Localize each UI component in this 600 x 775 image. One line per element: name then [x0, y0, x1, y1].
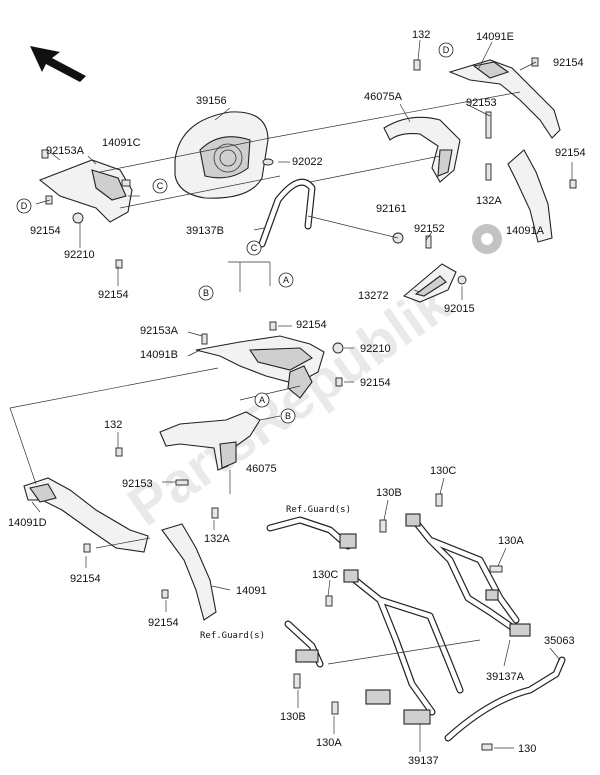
cover-14091E: [448, 59, 561, 139]
tube-35063: [444, 656, 566, 742]
callout-B-top: B: [203, 288, 209, 298]
label-39137A: 39137A: [486, 671, 525, 683]
label-130B-top: 130B: [376, 487, 402, 499]
callout-D-top: D: [443, 45, 450, 55]
callout-C-left: C: [157, 181, 164, 191]
bracket-46075A: [383, 116, 461, 183]
leader-lines-lower: [297, 477, 561, 752]
direction-arrow-icon: [30, 46, 86, 82]
label-92154-bl2: 92154: [148, 617, 179, 629]
label-130-bottom: 130: [518, 743, 536, 755]
bolts-middle: [83, 321, 344, 599]
label-130A-low: 130A: [316, 737, 342, 749]
cover-14091C: [38, 159, 133, 223]
cover-14091D: [23, 477, 149, 553]
label-14091E: 14091E: [476, 31, 514, 43]
callout-B-mid: B: [285, 411, 291, 421]
label-130A-right: 130A: [498, 535, 524, 547]
label-14091: 14091: [236, 585, 267, 597]
label-92153-top: 92153: [466, 97, 497, 109]
label-13272: 13272: [358, 290, 389, 302]
callout-D-left: D: [21, 201, 28, 211]
bracket-46075: [159, 365, 313, 471]
label-92015: 92015: [444, 303, 475, 315]
plate-13272: [402, 263, 457, 303]
label-130C-top: 130C: [430, 465, 456, 477]
backrest-pad-39156: [174, 111, 269, 199]
bolts-lower: [293, 493, 503, 751]
label-46075: 46075: [246, 463, 277, 475]
label-14091A: 14091A: [506, 225, 545, 237]
leader-lines-middle: [9, 325, 354, 612]
frame-39137B: [258, 178, 316, 248]
label-92154-r2: 92154: [555, 147, 586, 159]
label-39137: 39137: [408, 755, 439, 767]
cover-14091A: [507, 149, 553, 243]
label-92022: 92022: [292, 156, 323, 168]
label-39137B: 39137B: [186, 225, 224, 237]
gear-icon: [472, 224, 502, 254]
label-92210-top: 92210: [64, 249, 95, 261]
label-132A-mid: 132A: [204, 533, 230, 545]
label-132A-top: 132A: [476, 195, 502, 207]
label-92154-mid2: 92154: [360, 377, 391, 389]
leader-lines-upper: [35, 39, 573, 300]
label-92154-low: 92154: [98, 289, 129, 301]
label-130B-low: 130B: [280, 711, 306, 723]
label-130C-mid: 130C: [312, 569, 338, 581]
ref-guard-low: Ref.Guard(s): [200, 631, 265, 641]
callout-markers: D C D C B A A B: [16, 42, 454, 424]
guard-bar-low: [284, 620, 481, 668]
label-132-mid: 132: [104, 419, 122, 431]
label-92154-tr: 92154: [553, 57, 584, 69]
label-92154-bl: 92154: [70, 573, 101, 585]
label-92152: 92152: [414, 223, 445, 235]
label-92153A-top: 92153A: [46, 145, 85, 157]
watermark: PartsRepublik: [117, 270, 462, 538]
callout-A-top: A: [283, 275, 289, 285]
guard-bar-top: [266, 516, 357, 550]
washer-92022: [262, 158, 274, 166]
label-92154-mid: 92154: [296, 319, 327, 331]
label-14091D: 14091D: [8, 517, 47, 529]
label-35063: 35063: [544, 635, 575, 647]
label-132-top: 132: [412, 29, 430, 41]
part-labels: 132 14091E 92154 39156 46075A 92153 9215…: [8, 29, 586, 767]
callout-C-mid: C: [251, 243, 258, 253]
label-92154-left: 92154: [30, 225, 61, 237]
label-92210-mid: 92210: [360, 343, 391, 355]
cover-14091: [161, 523, 217, 621]
label-92153A-mid: 92153A: [140, 325, 179, 337]
label-92161: 92161: [376, 203, 407, 215]
ref-guard-top: Ref.Guard(s): [286, 505, 351, 515]
label-46075A: 46075A: [364, 91, 403, 103]
label-14091C: 14091C: [102, 137, 141, 149]
frame-39137A: [405, 513, 531, 637]
label-39156: 39156: [196, 95, 227, 107]
frame-39137: [343, 569, 464, 725]
callout-A-mid: A: [259, 395, 265, 405]
label-14091B: 14091B: [140, 349, 178, 361]
label-92153-mid: 92153: [122, 478, 153, 490]
